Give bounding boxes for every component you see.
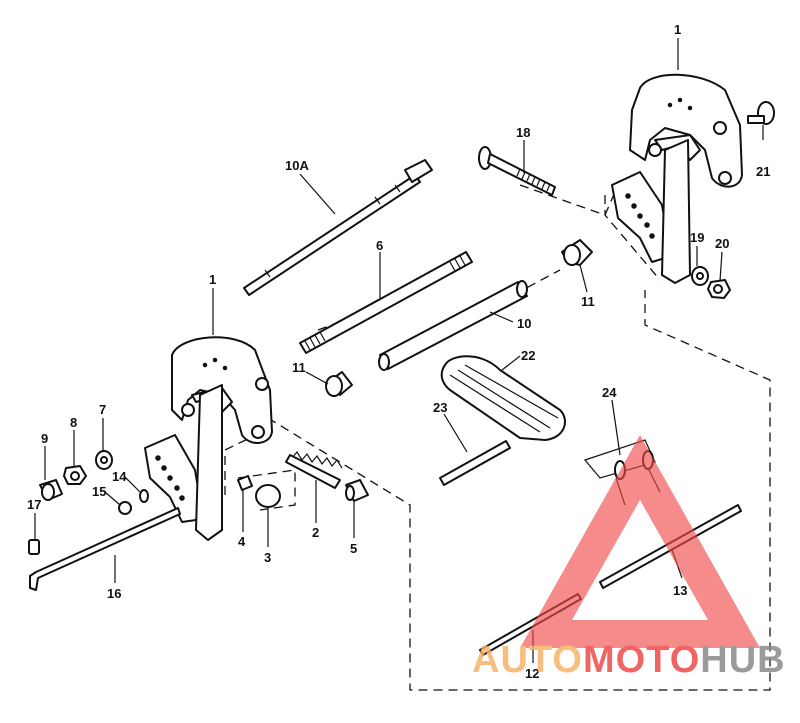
callout-1-left: 1 <box>209 272 216 287</box>
callout-11-left: 11 <box>292 360 306 375</box>
callout-6: 6 <box>376 238 383 253</box>
callout-19: 19 <box>690 230 704 245</box>
watermark-triangle-icon <box>520 435 760 648</box>
callout-4: 4 <box>238 534 246 549</box>
callout-21: 21 <box>756 164 770 179</box>
bushing-11-right <box>561 239 593 266</box>
callout-1-top: 1 <box>674 22 681 37</box>
rod-16 <box>29 507 181 591</box>
callout-labels: 1 21 18 10A 6 10 11 19 20 22 23 24 1 11 … <box>27 22 770 681</box>
callout-17: 17 <box>27 497 41 512</box>
callout-15: 15 <box>92 484 106 499</box>
callout-24: 24 <box>602 385 617 400</box>
leader-lines <box>34 38 764 663</box>
callout-5: 5 <box>350 541 357 556</box>
callout-11-right: 11 <box>581 294 595 309</box>
callout-14: 14 <box>112 469 127 484</box>
pin-23 <box>439 440 511 486</box>
bushing-11-left <box>325 371 353 397</box>
strap-22 <box>440 355 566 441</box>
watermark-logo: AUTOMOTOHUB <box>472 435 786 681</box>
svg-text:AUTOMOTOHUB: AUTOMOTOHUB <box>472 639 786 681</box>
callout-2: 2 <box>312 525 319 540</box>
callout-8: 8 <box>70 415 77 430</box>
callout-7: 7 <box>99 402 106 417</box>
shaft-6 <box>299 251 473 354</box>
watermark-text-hub: HUB <box>700 639 785 681</box>
callout-23: 23 <box>433 400 447 415</box>
callout-22: 22 <box>521 348 535 363</box>
washer-19 <box>691 266 709 286</box>
nut-8 <box>63 465 87 485</box>
watermark-text-auto: AUTO <box>472 639 583 681</box>
screw-4 <box>237 475 253 491</box>
bracket-left <box>144 336 273 541</box>
callout-20: 20 <box>715 236 729 251</box>
callout-10: 10 <box>517 316 531 331</box>
callout-12: 12 <box>525 666 539 681</box>
knob-3 <box>255 484 281 508</box>
nut-20 <box>707 279 731 299</box>
bushing-17 <box>28 539 40 555</box>
callout-9: 9 <box>41 431 48 446</box>
callout-10A: 10A <box>285 158 309 173</box>
bolt-18 <box>478 146 556 196</box>
spring-2 <box>285 450 343 489</box>
shaft-10A <box>243 159 433 296</box>
sleeve-5 <box>345 479 369 502</box>
watermark-text-moto: MOTO <box>583 639 700 681</box>
callout-18: 18 <box>516 125 530 140</box>
callout-16: 16 <box>107 586 121 601</box>
callout-13: 13 <box>673 583 687 598</box>
bracket-top-right <box>611 73 743 284</box>
screw-21 <box>747 101 775 125</box>
nut-9 <box>39 479 63 501</box>
washer-14 <box>139 489 149 503</box>
callout-3: 3 <box>264 550 271 565</box>
nut-15 <box>118 501 132 515</box>
washer-7 <box>95 450 113 470</box>
tube-10 <box>378 280 528 371</box>
